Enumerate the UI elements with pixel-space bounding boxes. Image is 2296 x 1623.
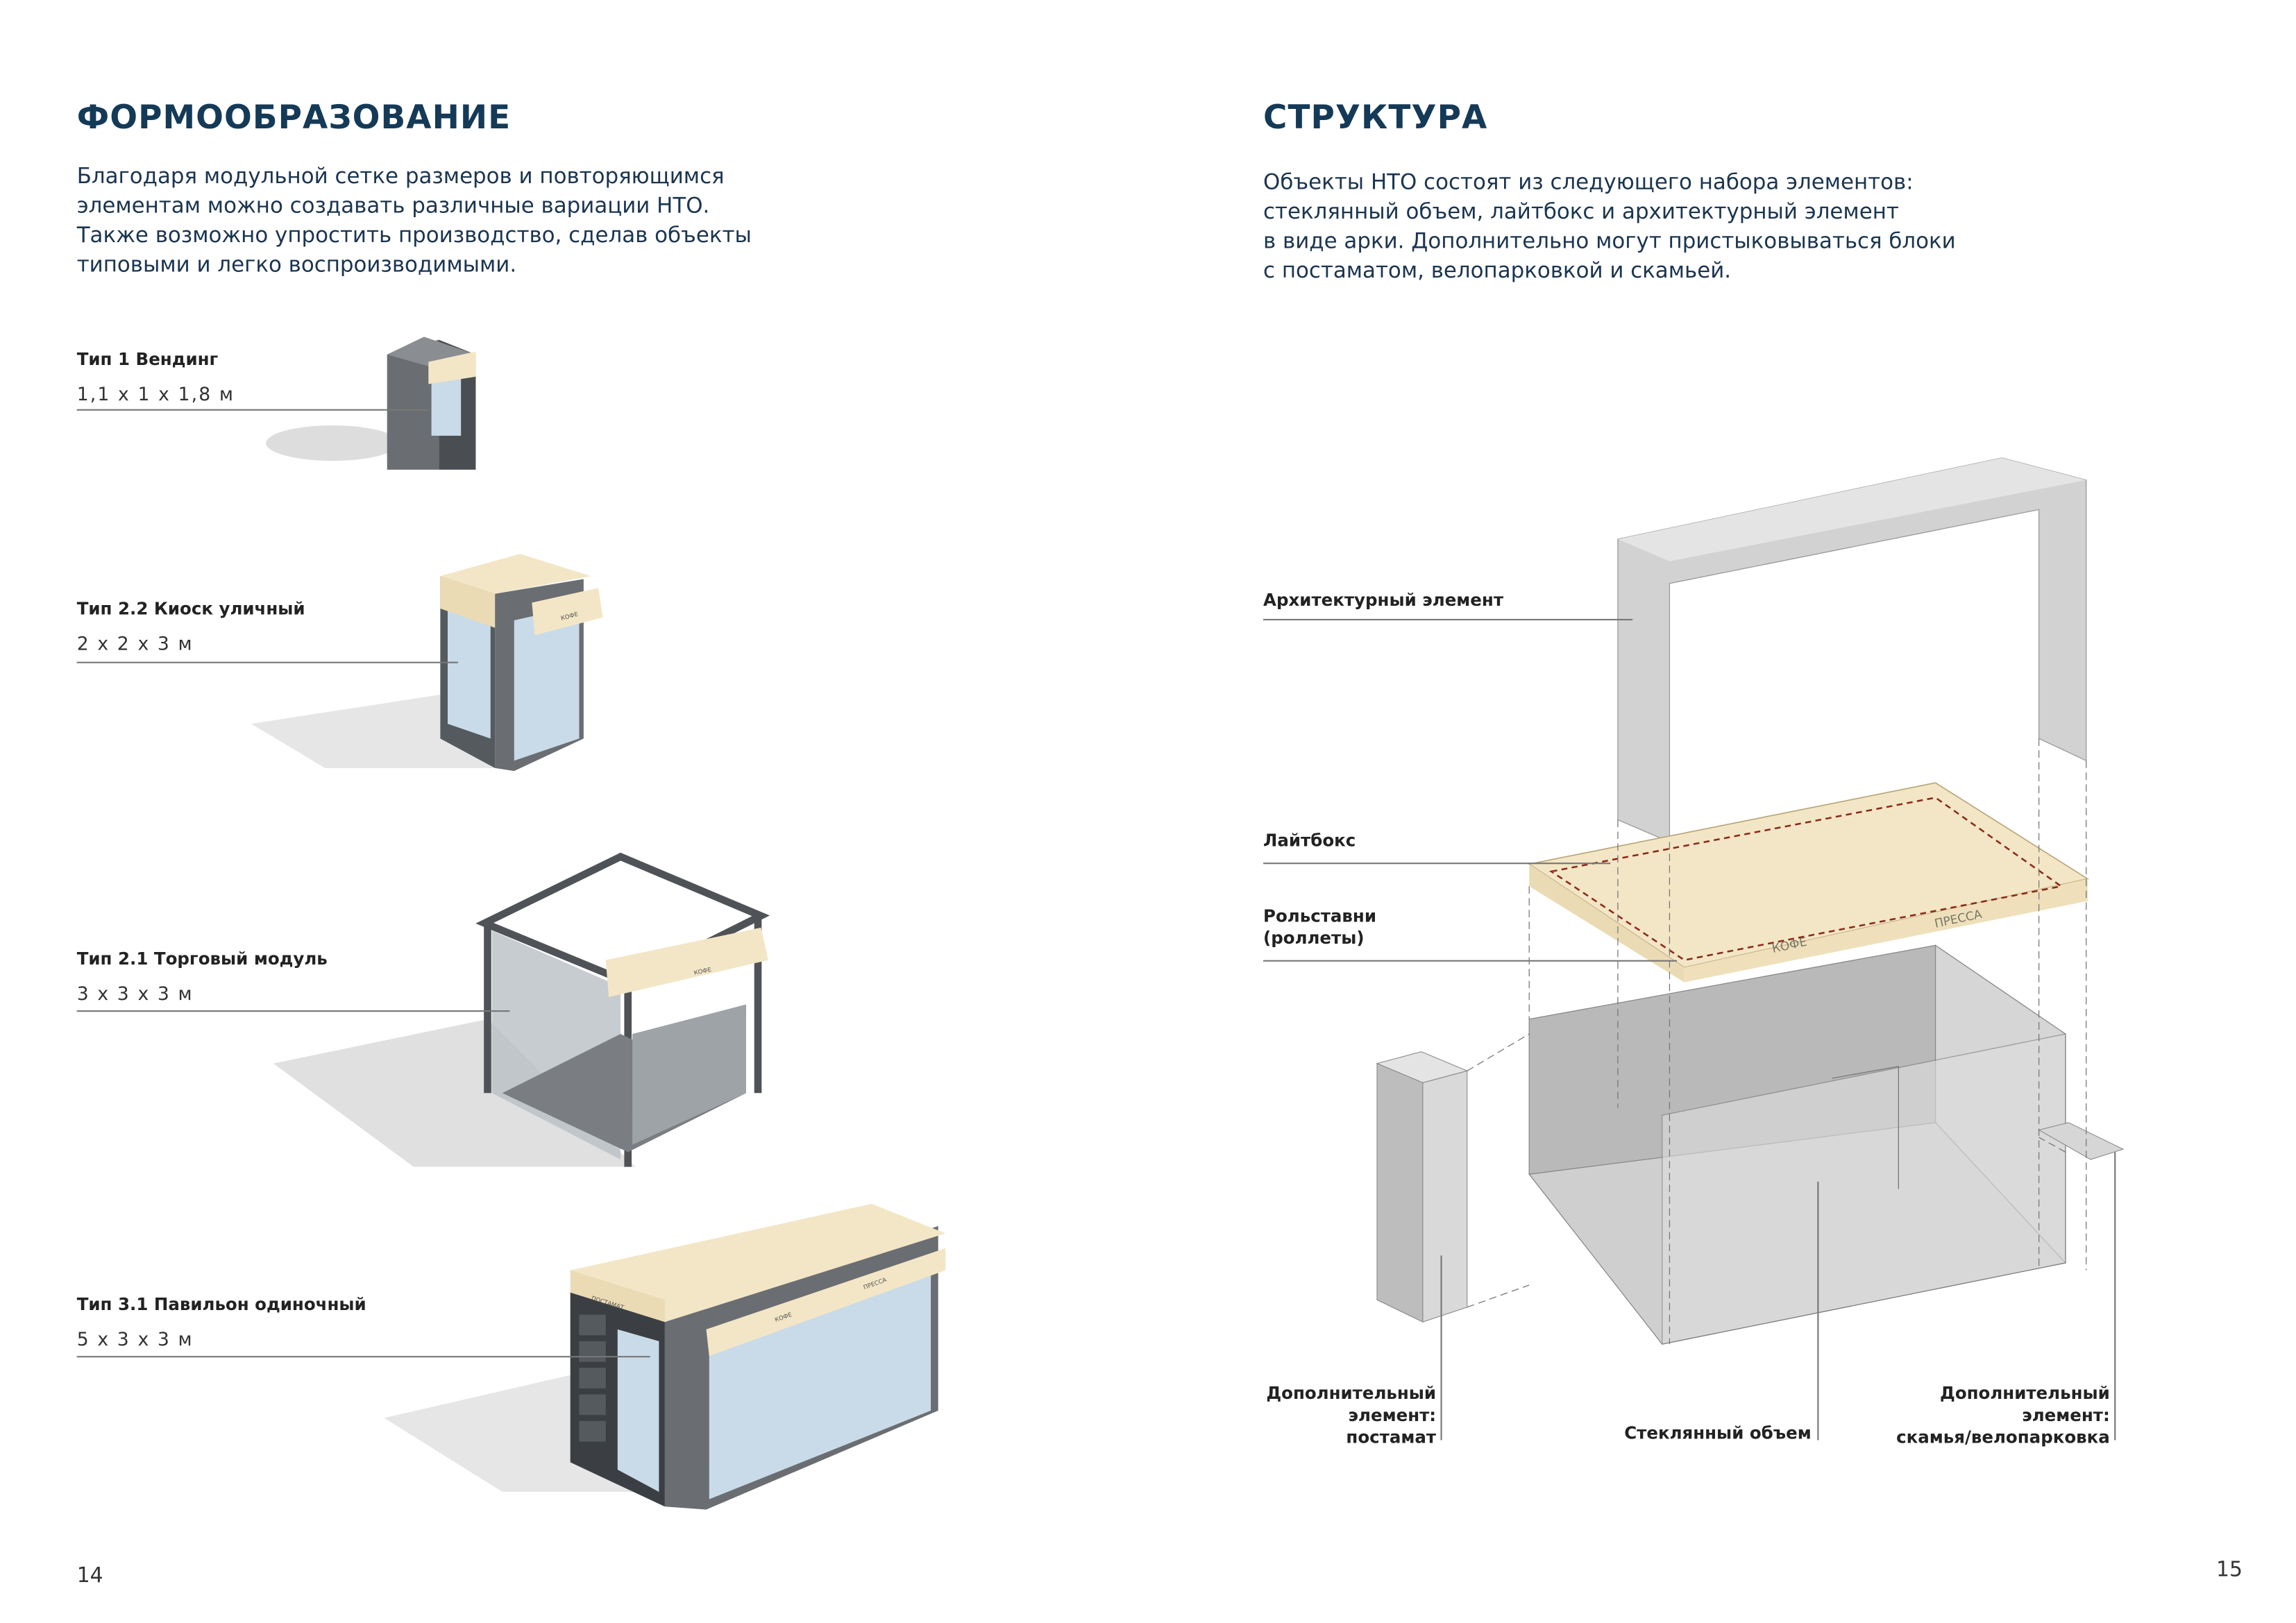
type-2-1-name: Тип 2.1 Торговый модуль [76,948,328,969]
left-page-paragraph: Благодаря модульной сетке размеров и пов… [76,165,752,278]
arch-element [1617,457,2087,843]
lightbox-element: КОФЕ ПРЕССА [1528,782,2090,983]
right-page-title: СТРУКТУРА [1263,100,1488,137]
type-1-leader-line [76,409,429,411]
type-1-size: 1,1 х 1 х 1,8 м [76,382,235,405]
page-number-right: 15 [2216,1558,2243,1582]
bench-leader-line [2114,1152,2116,1441]
shutters-leader-line [1263,960,1678,962]
arch-leader-line [1263,618,1633,621]
pavilion-illustration: ПОСТАМАТ КОФЕ ПРЕССА [384,1203,946,1510]
type-1-name: Тип 1 Вендинг [76,348,219,370]
type-2-2-name: Тип 2.2 Киоск уличный [76,598,305,619]
postamat-element [1376,1051,1469,1323]
type-3-1-name: Тип 3.1 Павильон одиночный [76,1293,366,1315]
label-glass-volume: Стеклянный объем [1624,1422,1812,1443]
label-arch-element: Архитектурный элемент [1263,589,1504,611]
lightbox-leader-line [1263,863,1611,865]
right-page-paragraph: Объекты НТО состоят из следующего набора… [1263,171,1956,284]
type-2-1-size: 3 х 3 х 3 м [76,982,194,1005]
type-3-1-size: 5 х 3 х 3 м [76,1327,194,1350]
label-bench-bikeparking: Дополнительный элемент: скамья/велопарко… [1896,1382,2110,1448]
type-2-1-leader-line [76,1010,510,1012]
glass-leader-line [1817,1181,1819,1441]
label-shutters: Рольставни (роллеты) [1263,905,1376,949]
type-2-2-size: 2 х 2 х 3 м [76,632,194,655]
vending-machine-illustration [266,337,476,470]
postamat-leader-line [1440,1255,1442,1441]
bench-element [2038,1122,2125,1160]
street-kiosk-illustration: КОФЕ [251,554,603,772]
page-number-left: 14 [76,1564,103,1588]
left-page-title: ФОРМООБРАЗОВАНИЕ [76,100,512,137]
glass-volume-element [1528,944,2067,1345]
projection-lines [1467,738,2087,1345]
type-2-2-leader-line [76,661,458,663]
label-postamat: Дополнительный элемент: постамат [1266,1382,1437,1448]
type-3-1-leader-line [76,1356,650,1358]
trade-module-illustration: КОФЕ [273,852,770,1167]
label-lightbox: Лайтбокс [1263,830,1356,851]
